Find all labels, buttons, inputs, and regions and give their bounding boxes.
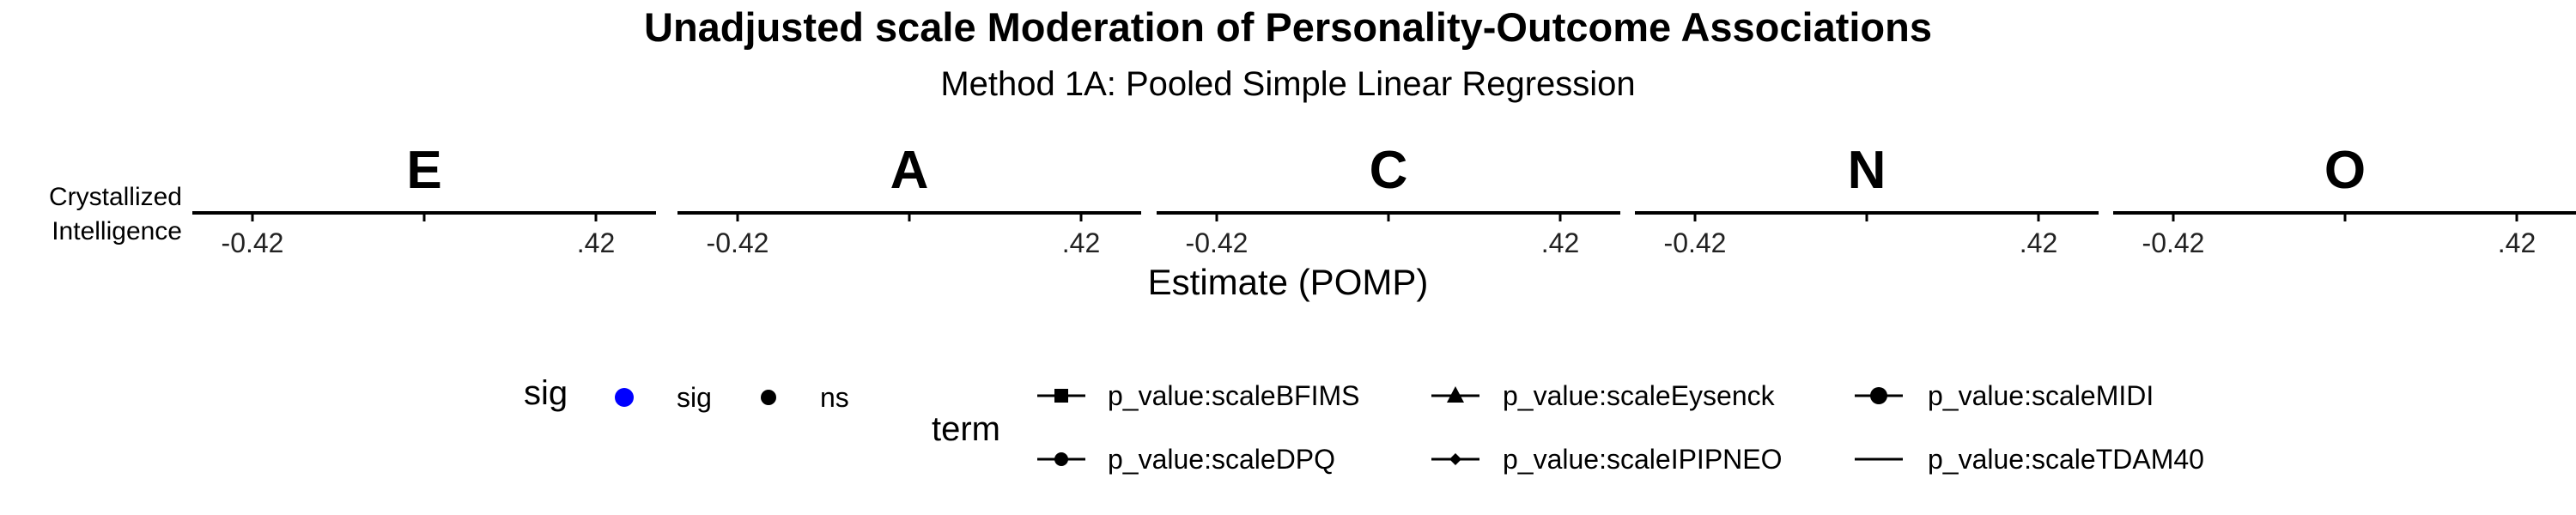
legend-sig-label-ns: ns	[820, 382, 849, 413]
legend-term-label-midi: p_value:scaleMIDI	[1928, 380, 2154, 411]
x-tick-label: -0.42	[1664, 227, 1727, 258]
x-tick-label: .42	[2020, 227, 2057, 258]
x-tick-label: .42	[2498, 227, 2536, 258]
chart-subtitle: Method 1A: Pooled Simple Linear Regressi…	[940, 65, 1636, 103]
legend-term-key-bfims	[1037, 389, 1085, 403]
x-tick-label: .42	[1062, 227, 1100, 258]
facet-x-axis: -0.42 .42	[677, 211, 1141, 258]
x-tick-label: .42	[577, 227, 615, 258]
y-axis-category-line: Intelligence	[52, 217, 182, 245]
x-tick-label: -0.42	[707, 227, 769, 258]
facet-label-n: N	[1847, 141, 1886, 200]
legend-term-label-tdam40: p_value:scaleTDAM40	[1928, 444, 2204, 475]
facet-label-a: A	[890, 141, 929, 200]
x-tick-label: -0.42	[1186, 227, 1249, 258]
facet-label-e: E	[406, 141, 442, 200]
legend-term-key-ipipneo	[1431, 453, 1479, 465]
facet-x-axis: -0.42 .42	[1635, 211, 2099, 258]
legend-term-label-bfims: p_value:scaleBFIMS	[1108, 380, 1360, 411]
legend-term-key-midi	[1855, 387, 1903, 404]
facet-x-axis: -0.42 .42	[1157, 211, 1620, 258]
legend-sig-title: sig	[524, 374, 568, 412]
legend-term-label-ipipneo: p_value:scaleIPIPNEO	[1503, 444, 1783, 475]
facet-label-o: O	[2324, 141, 2366, 200]
legend-term-key-eysenck	[1431, 386, 1479, 403]
legend-term-key-dpq	[1037, 452, 1085, 466]
legend-sig-label-sig: sig	[677, 382, 712, 413]
facet-x-axis: -0.42 .42	[192, 211, 656, 258]
legend-sig-key-ns	[761, 390, 776, 405]
y-axis-category-line: Crystallized	[48, 183, 182, 211]
legend-term-label-eysenck: p_value:scaleEysenck	[1503, 380, 1775, 411]
x-tick-label: .42	[1541, 227, 1579, 258]
x-tick-label: -0.42	[2142, 227, 2205, 258]
legend-sig-key-sig	[615, 388, 634, 407]
x-axis-title: Estimate (POMP)	[1147, 262, 1429, 302]
legend-term-key-tdam40	[1855, 457, 1903, 461]
legend-term-title: term	[932, 410, 1000, 448]
facet-x-axis: -0.42 .42	[2113, 211, 2576, 258]
chart-title: Unadjusted scale Moderation of Personali…	[644, 4, 1932, 50]
legend-term-label-dpq: p_value:scaleDPQ	[1108, 444, 1336, 475]
facet-label-c: C	[1369, 141, 1408, 200]
x-tick-label: -0.42	[222, 227, 284, 258]
